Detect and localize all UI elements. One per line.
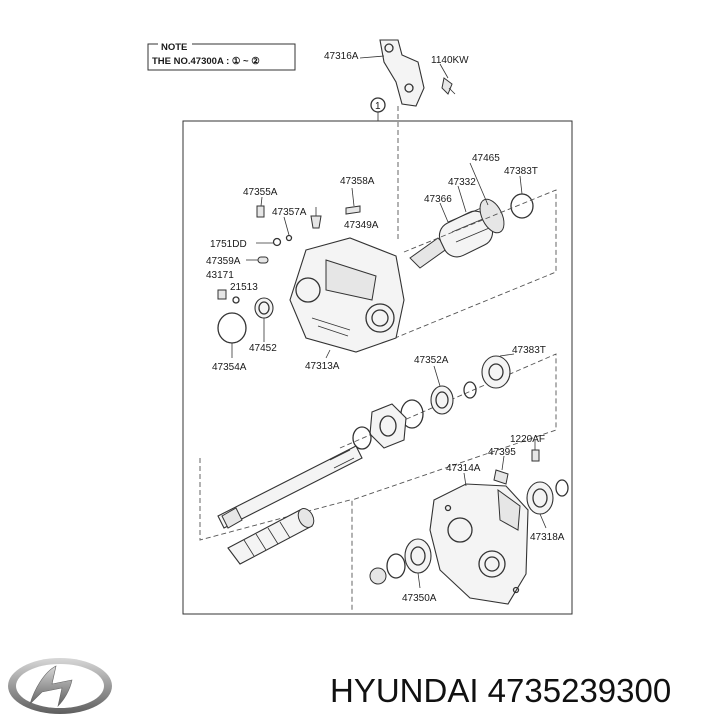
bracket-47316a: [359, 39, 456, 240]
note-box: NOTE THE NO.47300A : ① ~ ②: [147, 40, 296, 71]
hyundai-logo-icon: [8, 658, 112, 714]
housing-47313a: [289, 237, 405, 359]
small-hardware-left: [217, 187, 361, 358]
label-43171: 43171: [206, 270, 234, 281]
label-47314a: 47314A: [446, 463, 481, 474]
label-47350a: 47350A: [402, 593, 437, 604]
label-1220af: 1220AF: [510, 434, 545, 445]
label-47332: 47332: [448, 177, 476, 188]
bearing-set-lower: [369, 538, 432, 589]
seal-47452: [254, 297, 274, 319]
label-47383t: 47383T: [504, 166, 538, 177]
input-shaft-assembly: [409, 162, 534, 269]
label-47358a: 47358A: [340, 176, 375, 187]
label-47357a: 47357A: [272, 207, 307, 218]
label-1140kw: 1140KW: [431, 55, 469, 66]
label-47354a: 47354A: [212, 362, 247, 373]
label-47313a: 47313A: [305, 361, 340, 372]
svg-text:1: 1: [375, 101, 381, 112]
small-hardware-right: [493, 440, 569, 529]
ring-47354a: [217, 312, 247, 344]
ring-47383t: [510, 193, 534, 219]
label-47395: 47395: [488, 447, 516, 458]
note-title: NOTE: [161, 42, 187, 53]
note-text: THE NO.47300A : ① ~ ②: [152, 56, 260, 67]
sleeve-shaft: [227, 508, 315, 565]
label-47355a: 47355A: [243, 187, 278, 198]
assembly-frame: [182, 120, 573, 615]
label-47352a: 47352A: [414, 355, 449, 366]
callout-1: 1: [370, 97, 386, 121]
label-47465: 47465: [472, 153, 500, 164]
bearing-set-middle: [352, 353, 515, 450]
label-47349a: 47349A: [344, 220, 379, 231]
label-47452: 47452: [249, 343, 277, 354]
label-47318a: 47318A: [530, 532, 565, 543]
label-21513: 21513: [230, 282, 258, 293]
label-47383t-lower: 47383T: [512, 345, 546, 356]
label-1751dd: 1751DD: [210, 239, 247, 250]
label-47316a: 47316A: [324, 51, 359, 62]
label-47359a: 47359A: [206, 256, 241, 267]
housing-47314a: [429, 472, 529, 605]
label-47366: 47366: [424, 194, 452, 205]
output-shaft: [217, 445, 363, 529]
brand-caption: HYUNDAI 4735239300: [330, 672, 671, 709]
